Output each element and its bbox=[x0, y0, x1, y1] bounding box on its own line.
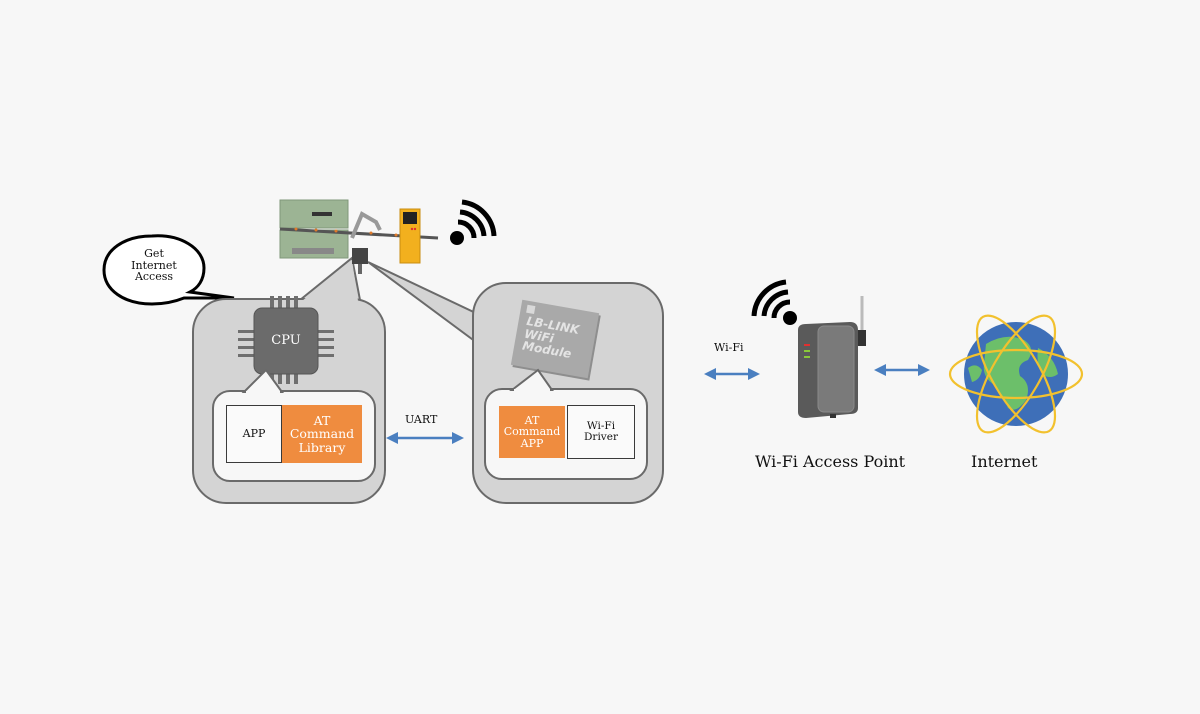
speech-line-3: Access bbox=[134, 270, 174, 284]
cpu-chip-icon bbox=[238, 296, 334, 384]
cpu-label: CPU bbox=[271, 333, 301, 348]
wifi-double-arrow bbox=[704, 368, 760, 380]
internet-label: Internet bbox=[971, 452, 1038, 471]
globe-icon bbox=[948, 314, 1084, 434]
wifi-module-software-box bbox=[484, 388, 648, 480]
library-line-1: AT bbox=[313, 413, 331, 429]
at-command-app-block: AT Command APP bbox=[499, 406, 565, 458]
access-point-wifi-signal-icon bbox=[751, 279, 797, 325]
speech-line-2: Internet bbox=[131, 258, 177, 272]
internet-double-arrow bbox=[874, 364, 930, 376]
router-icon bbox=[798, 296, 866, 418]
app-label: APP bbox=[242, 427, 266, 441]
wifi-driver-block: Wi-Fi Driver bbox=[567, 405, 635, 459]
wifi-signal-icon bbox=[450, 199, 497, 245]
app-block: APP bbox=[226, 405, 282, 463]
uart-label: UART bbox=[405, 413, 438, 426]
driver-line-2: Driver bbox=[584, 431, 618, 443]
driver-line-1: Wi-Fi bbox=[586, 419, 616, 432]
at-app-line-1: AT bbox=[524, 413, 540, 427]
factory-machine-icon bbox=[279, 199, 439, 274]
library-line-3: Library bbox=[298, 439, 346, 455]
at-app-line-2: Command bbox=[503, 425, 561, 439]
access-point-label: Wi-Fi Access Point bbox=[755, 452, 906, 471]
at-app-line-3: APP bbox=[520, 436, 544, 450]
at-command-library-block: AT Command Library bbox=[282, 405, 362, 463]
speech-line-1: Get bbox=[144, 247, 164, 260]
speech-bubble-text: Get Internet Access bbox=[122, 248, 186, 283]
kiosk-icon bbox=[399, 208, 421, 264]
uart-double-arrow bbox=[386, 432, 464, 444]
speech-bubble bbox=[102, 234, 235, 306]
wifi-link-label: Wi-Fi bbox=[714, 341, 744, 354]
library-line-2: Command bbox=[289, 426, 355, 442]
